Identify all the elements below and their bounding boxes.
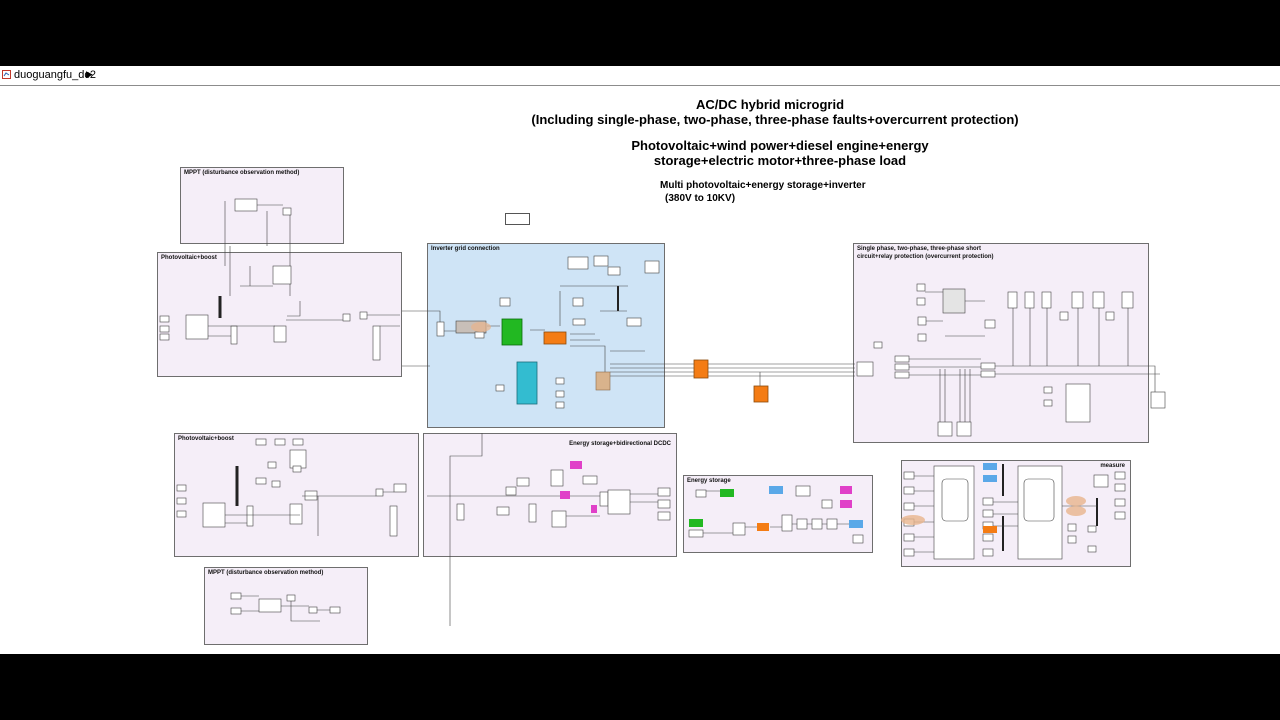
sub-title-line2: storage+electric motor+three-phase load [653,153,907,168]
subsystem-energy-storage[interactable]: Energy storage [683,475,873,553]
subsystem-label: Photovoltaic+boost [178,436,234,442]
bottom-letterbox [0,654,1280,720]
diagram-canvas[interactable]: AC/DC hybrid microgrid (Including single… [0,86,1280,654]
subsystem-pv-boost-top[interactable]: Photovoltaic+boost [157,252,402,377]
subsystem-label: Energy storage+bidirectional DCDC [569,441,671,447]
subsystem-protection[interactable]: Single phase, two-phase, three-phase sho… [853,243,1149,443]
simulink-model-icon [2,70,11,79]
subsystem-label: MPPT (disturbance observation method) [208,570,324,576]
top-letterbox [0,0,1280,66]
subsystem-label-line2: circuit+relay protection (overcurrent pr… [857,254,994,260]
subsystem-label: Energy storage [687,478,731,484]
subsystem-energy-storage-dcdc[interactable]: Energy storage+bidirectional DCDC [423,433,677,557]
subsystem-label: MPPT (disturbance observation method) [184,170,300,176]
subsystem-label: Inverter grid connection [431,246,500,252]
subsystem-label: Photovoltaic+boost [161,255,217,261]
main-title-line1: AC/DC hybrid microgrid [695,97,845,112]
sub-title-line1: Photovoltaic+wind power+diesel engine+en… [631,138,929,153]
breadcrumb: duoguangfu_dc2 ▶ [0,66,1280,86]
simulink-editor: duoguangfu_dc2 ▶ AC/DC hybrid microgrid … [0,66,1280,654]
multi-title-line1: Multi photovoltaic+energy storage+invert… [660,180,866,191]
main-title-line2: (Including single-phase, two-phase, thre… [531,112,1019,127]
subsystem-measure[interactable]: measure [901,460,1131,567]
subsystem-inverter[interactable]: Inverter grid connection [427,243,665,428]
subsystem-pv-boost-bottom[interactable]: Photovoltaic+boost [174,433,419,557]
subsystem-label: Single phase, two-phase, three-phase sho… [857,246,982,252]
chevron-right-icon[interactable]: ▶ [86,69,93,79]
multi-title-line2: (380V to 10KV) [665,193,736,204]
subsystem-label: measure [1100,463,1125,469]
subsystem-mppt-top[interactable]: MPPT (disturbance observation method) [180,167,344,244]
breadcrumb-model-name[interactable]: duoguangfu_dc2 [14,69,96,81]
subsystem-mppt-bottom[interactable]: MPPT (disturbance observation method) [204,567,368,645]
empty-block[interactable] [505,213,530,225]
